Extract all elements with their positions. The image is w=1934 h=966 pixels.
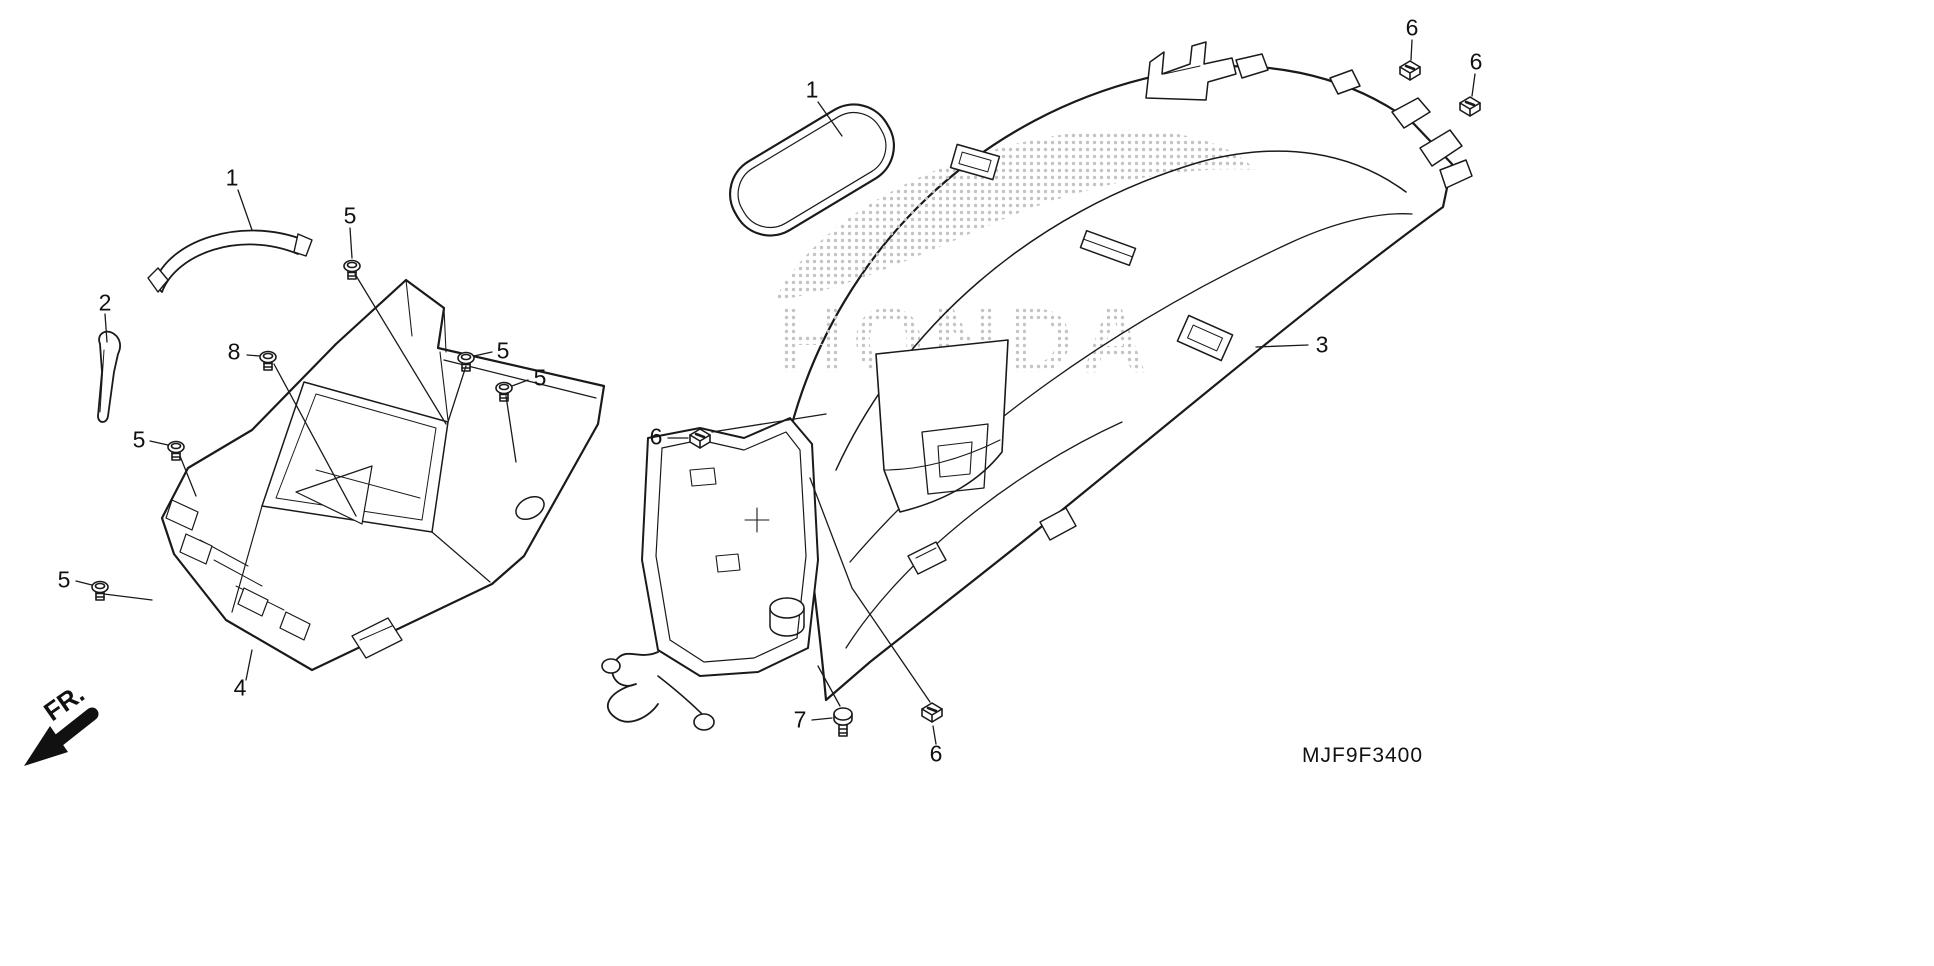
screw-icon xyxy=(167,440,185,461)
leader-lines xyxy=(75,39,1476,745)
clip-nut-icon xyxy=(1458,95,1482,118)
screw-icon xyxy=(91,580,109,601)
part-band-stay xyxy=(147,229,313,293)
fr-direction-arrow: FR. xyxy=(24,678,99,766)
part-inner-fender-tray xyxy=(160,278,606,672)
fender-mount-plate xyxy=(601,417,819,731)
fender-side-tab xyxy=(1176,314,1234,362)
drawing-code: MJF9F3400 xyxy=(1302,744,1423,767)
screw-icon xyxy=(259,350,277,371)
clip-nut-icon xyxy=(1398,59,1422,82)
clip-nut-icon xyxy=(920,701,944,724)
rear-fender-details xyxy=(835,41,1473,649)
part-hook xyxy=(97,330,121,423)
part-seal-loop xyxy=(729,103,895,237)
bolt-icon xyxy=(833,707,853,737)
honda-watermark: HONDA xyxy=(775,129,1255,392)
screw-icon xyxy=(343,259,361,280)
